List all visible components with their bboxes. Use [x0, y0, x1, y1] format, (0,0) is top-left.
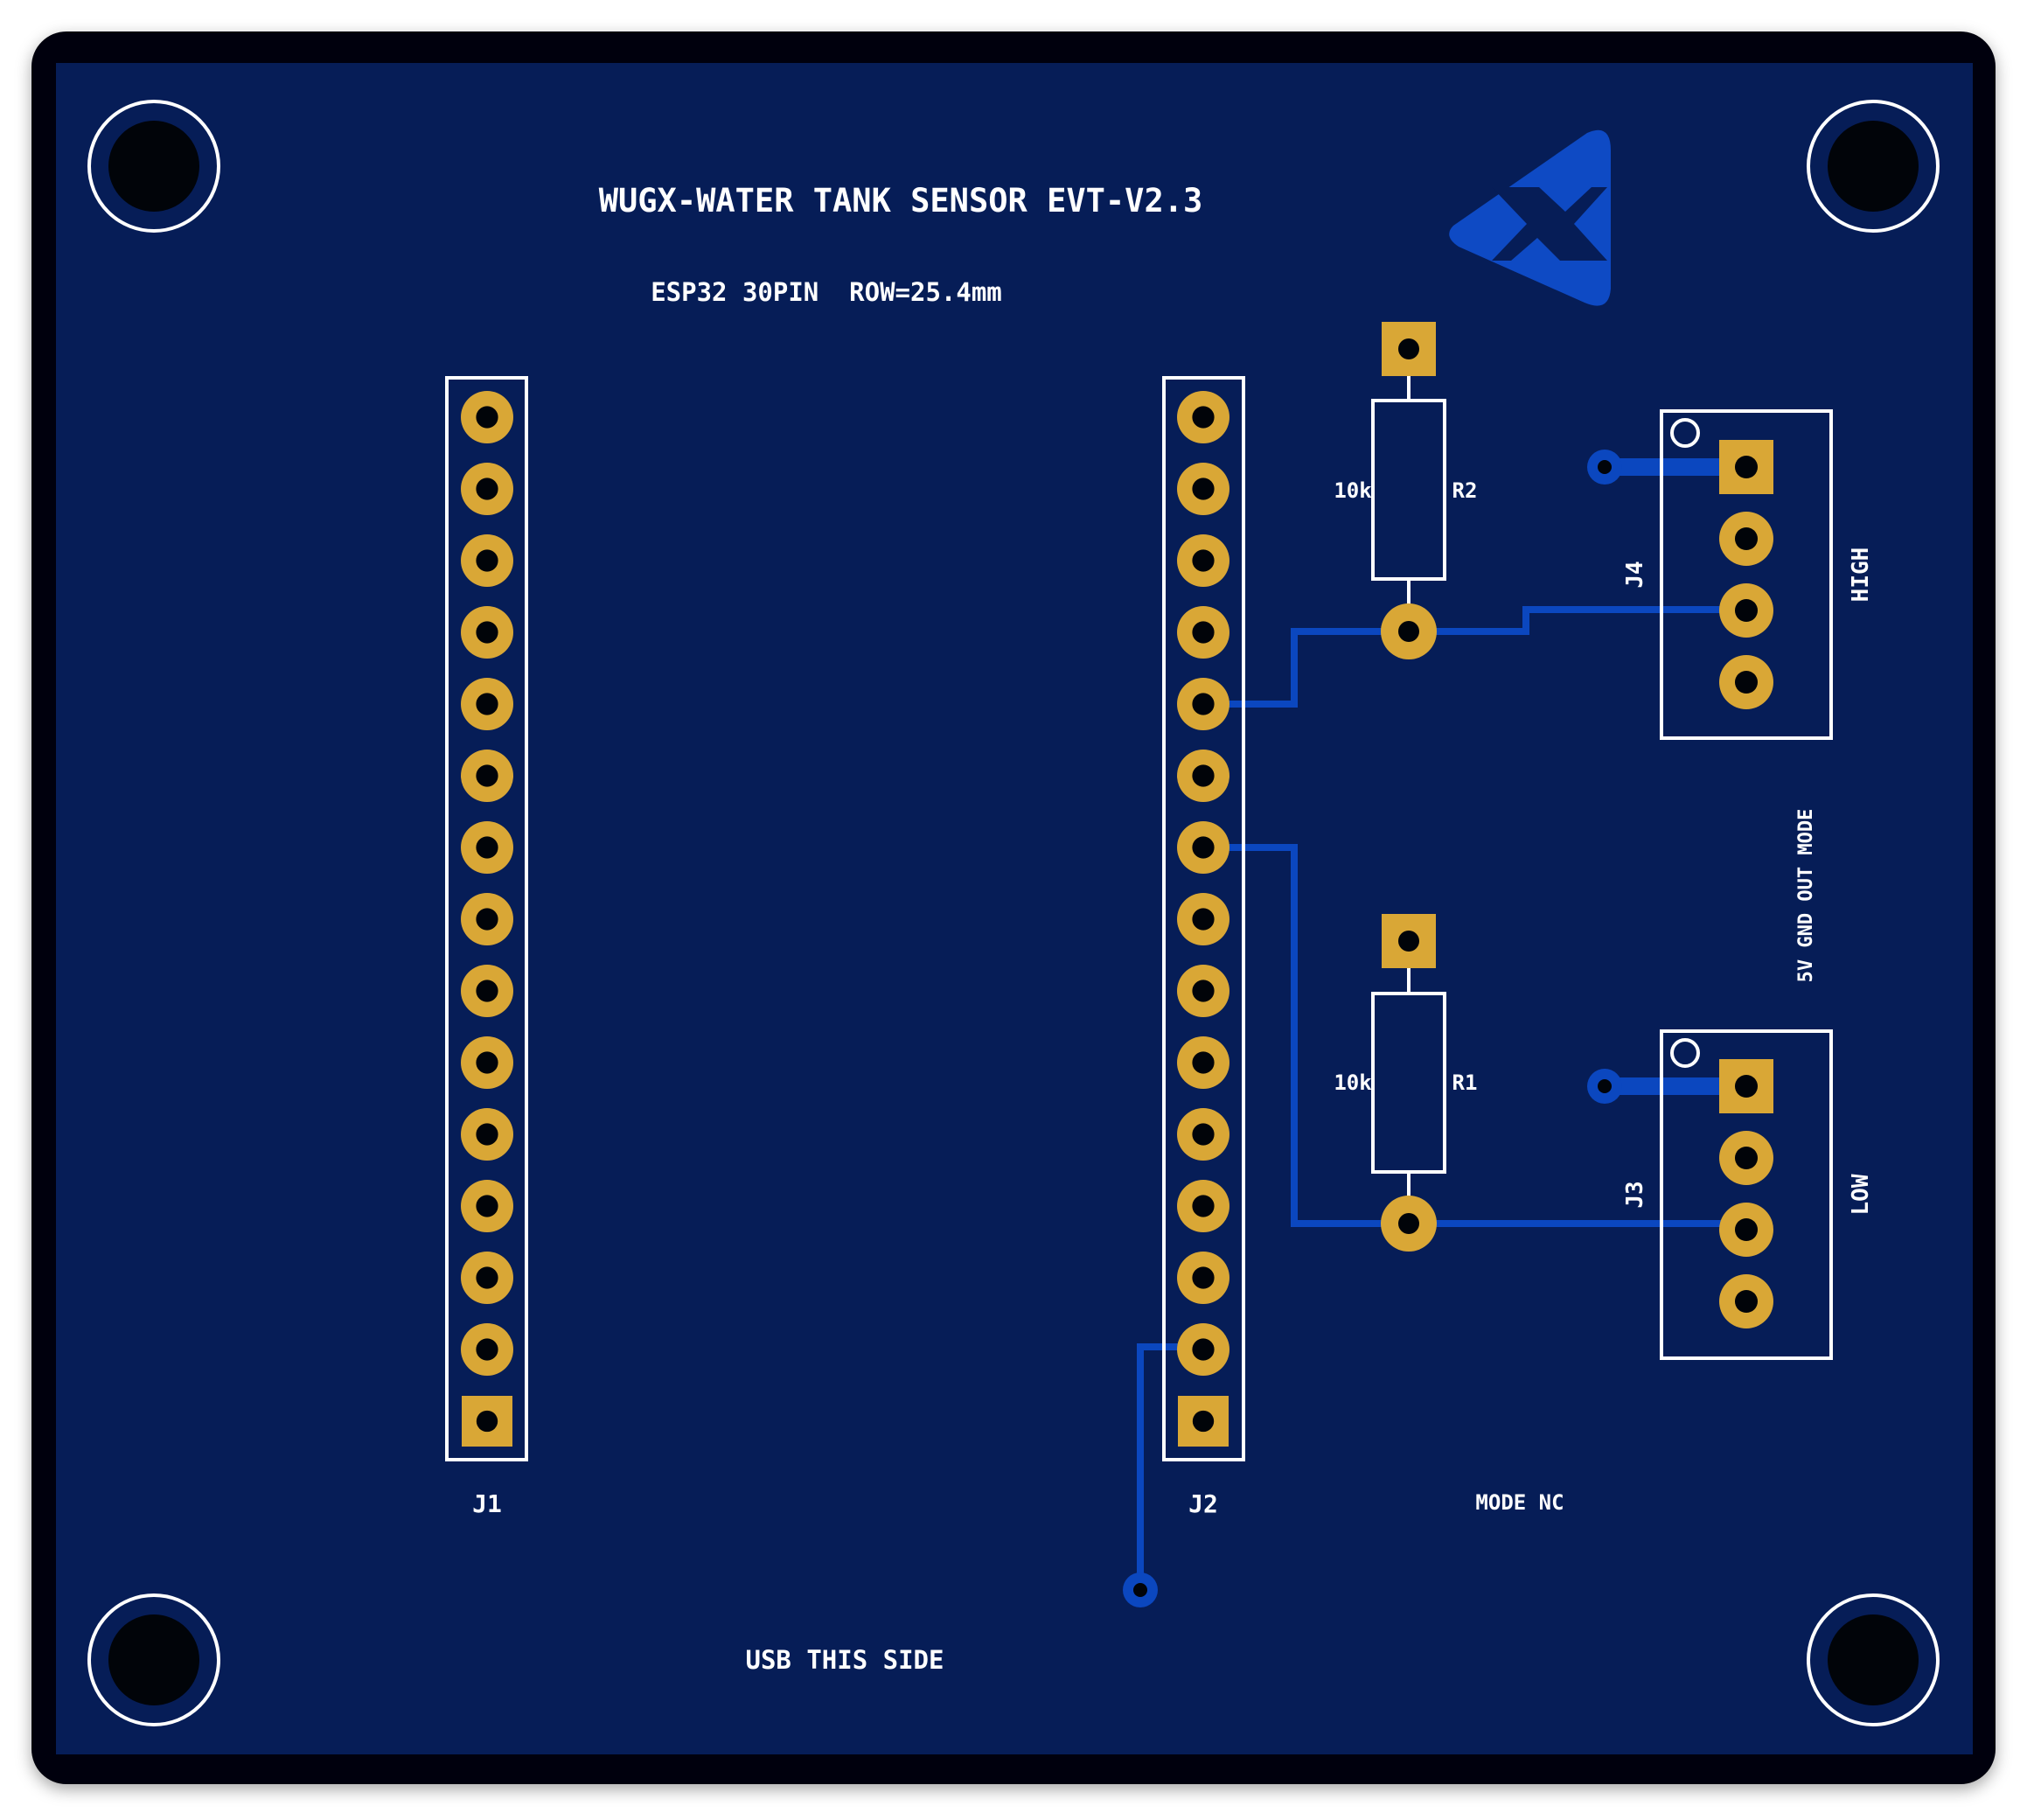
- resistor-r1-pad-round: [1381, 1196, 1437, 1252]
- connector-j3-pin-3: [1719, 1203, 1773, 1257]
- connector-j3-ref: J3: [1622, 1181, 1648, 1208]
- resistor-r2-ref: R2: [1452, 478, 1478, 503]
- header-j2-pin-8: [1177, 893, 1229, 945]
- connector-j3-pin-1: [1719, 1059, 1773, 1113]
- header-j2-pin-3: [1177, 534, 1229, 587]
- board-surface: [56, 63, 1973, 1754]
- header-j1-pin-13: [461, 1252, 513, 1304]
- header-j2-pin-1: [1177, 391, 1229, 443]
- mounting-hole-bottom-left: [87, 1593, 220, 1726]
- header-j2-pin-10: [1177, 1036, 1229, 1089]
- usb-side-note: USB THIS SIDE: [746, 1645, 944, 1675]
- connector-j3-outline: [1660, 1029, 1833, 1360]
- header-j2-pin-4: [1177, 606, 1229, 659]
- mounting-hole-top-right: [1807, 100, 1940, 233]
- resistor-r2-pad-round: [1381, 603, 1437, 659]
- header-j2-pin-5: [1177, 678, 1229, 730]
- connector-j3-pin-4: [1719, 1274, 1773, 1328]
- board-subtitle: ESP32 30PIN ROW=25.4mm: [651, 277, 1002, 307]
- header-j2-label: J2: [1188, 1489, 1218, 1518]
- header-j1-pin-4: [461, 606, 513, 659]
- header-j2-outline: [1162, 376, 1245, 1461]
- header-j1-pin-15: [462, 1396, 512, 1447]
- header-j2-pin-13: [1177, 1252, 1229, 1304]
- via-j4: [1587, 450, 1622, 485]
- board-title: WUGX-WATER TANK SENSOR EVT-V2.3: [599, 182, 1203, 220]
- mounting-hole-top-left: [87, 100, 220, 233]
- resistor-r2: [1371, 322, 1446, 659]
- header-j1-pin-5: [461, 678, 513, 730]
- via-j3: [1587, 1069, 1622, 1104]
- connector-j4-pin1-marker: [1670, 418, 1700, 448]
- header-j2-pin-7: [1177, 821, 1229, 874]
- header-j1-pin-14: [461, 1323, 513, 1376]
- header-j2-pin-14: [1177, 1323, 1229, 1376]
- connector-j3-pin1-marker: [1670, 1038, 1700, 1068]
- header-j2-pin-9: [1177, 965, 1229, 1017]
- resistor-r1-value: 10k: [1334, 1070, 1372, 1095]
- header-j1-pin-2: [461, 463, 513, 515]
- resistor-r1-ref: R1: [1452, 1070, 1478, 1095]
- mode-nc-label: MODE NC: [1475, 1490, 1564, 1515]
- connector-j4-pin-2: [1719, 512, 1773, 566]
- connector-j4-pin-1: [1719, 440, 1773, 494]
- header-j2-pin-11: [1177, 1108, 1229, 1161]
- header-j2-pin-2: [1177, 463, 1229, 515]
- connector-j3-pin-2: [1719, 1131, 1773, 1185]
- connector-j4-pin-4: [1719, 655, 1773, 709]
- header-j1-pins: [461, 391, 513, 1447]
- header-j1-pin-6: [461, 750, 513, 802]
- connector-j4-pins: [1719, 440, 1773, 709]
- header-j1-pin-8: [461, 893, 513, 945]
- resistor-r2-pad-square: [1382, 322, 1436, 376]
- header-j1-pin-3: [461, 534, 513, 587]
- vias: [1123, 450, 1622, 1607]
- x-triangle-logo-icon: [1449, 129, 1611, 306]
- header-j1-pin-12: [461, 1180, 513, 1232]
- header-j2-pin-15: [1178, 1396, 1229, 1447]
- connector-j4-ref: J4: [1622, 561, 1648, 588]
- header-j1-pin-7: [461, 821, 513, 874]
- connector-j4-outline: [1660, 409, 1833, 740]
- header-j1-pin-10: [461, 1036, 513, 1089]
- resistor-r2-value: 10k: [1334, 478, 1372, 503]
- connector-j4-pin-3: [1719, 583, 1773, 638]
- mounting-hole-bottom-right: [1807, 1593, 1940, 1726]
- header-j1-pin-9: [461, 965, 513, 1017]
- header-j1-pin-1: [461, 391, 513, 443]
- via-usb: [1123, 1572, 1158, 1607]
- header-j2-pin-6: [1177, 750, 1229, 802]
- connector-j4-side-label: HIGH: [1848, 547, 1874, 603]
- header-j1-pin-11: [461, 1108, 513, 1161]
- trace-j2-to-r1: [1203, 844, 1746, 1227]
- connector-j3-side-label: LOW: [1848, 1174, 1874, 1215]
- header-j2-pins: [1177, 391, 1229, 1447]
- header-j2-pin-12: [1177, 1180, 1229, 1232]
- header-j1-label: J1: [472, 1489, 502, 1518]
- connector-j3-pins: [1719, 1059, 1773, 1328]
- connector-pin-legend: 5V GND OUT MODE: [1795, 809, 1817, 983]
- resistor-r1: [1371, 914, 1446, 1252]
- resistor-r1-pad-square: [1382, 914, 1436, 968]
- header-j1-outline: [445, 376, 528, 1461]
